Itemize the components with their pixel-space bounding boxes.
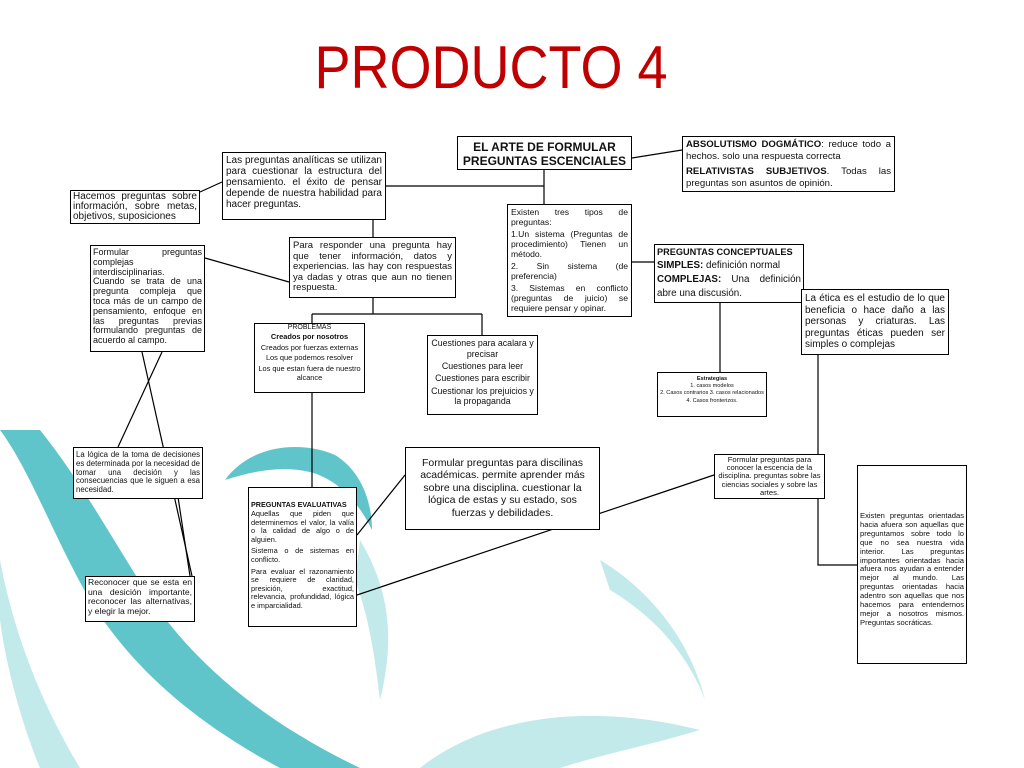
evaluative-title: PREGUNTAS EVALUATIVAS <box>251 500 347 509</box>
list-item: Cuestiones para acalara y precisar <box>431 338 534 359</box>
connector-line <box>631 149 683 159</box>
box-text: Formular preguntas para discilinas acadé… <box>420 457 585 519</box>
complex-questions-box: Formular preguntas complejas interdiscip… <box>90 245 205 352</box>
oriented-questions-box: Existen preguntas orientadas hacia afuer… <box>857 465 967 664</box>
box-paragraph: Aquellas que piden que determinemos el v… <box>251 509 354 544</box>
list-item: Los que estan fuera de nuestro alcance <box>258 363 361 382</box>
absolutism-text: : reduce todo a hechos. solo una respues… <box>686 139 891 162</box>
question-types-box: Existen tres tipos de preguntas: 1.Un si… <box>507 204 632 318</box>
box-paragraph: 2. Sin sistema (de preferencia) <box>511 260 628 281</box>
recognize-decision-box: Reconocer que se esta en una desición im… <box>85 576 195 622</box>
relativism-text: . Todas las preguntas son asuntos de opi… <box>686 166 892 189</box>
connector-line <box>204 257 290 283</box>
problems-title: PROBLEMAS <box>287 324 332 331</box>
connector-line <box>117 351 163 448</box>
central-concept-line: EL ARTE DE FORMULAR <box>473 140 616 154</box>
academic-disciplines-box: Formular preguntas para discilinas acadé… <box>405 447 600 530</box>
connector-line <box>817 355 857 566</box>
relativism-paragraph: RELATIVISTAS SUBJETIVOS. Todas las pregu… <box>686 166 891 189</box>
conceptual-questions-box: PREGUNTAS CONCEPTUALES SIMPLES: definici… <box>654 244 804 303</box>
discipline-essence-box: Formular preguntas para conocer la escen… <box>714 454 825 500</box>
box-paragraph: Formular preguntas complejas interdiscip… <box>93 247 202 277</box>
list-item: Creados por fuerzas externas <box>260 342 359 352</box>
decision-logic-box: La lógica de la toma de decisiones es de… <box>73 447 203 499</box>
decorative-swoosh <box>225 447 372 530</box>
conceptual-title: PREGUNTAS CONCEPTUALES <box>657 247 793 257</box>
answering-questions-box: Para responder una pregunta hay que tene… <box>289 237 456 298</box>
box-text: Las preguntas analíticas se utilizan par… <box>226 155 382 210</box>
central-concept-box: EL ARTE DE FORMULAR PREGUNTAS ESCENCIALE… <box>457 136 632 170</box>
issues-box: Cuestiones para acalara y precisar Cuest… <box>427 335 538 415</box>
box-text: Para responder una pregunta hay que tene… <box>293 240 452 293</box>
box-text: La ética es el estudio de lo que benefic… <box>805 293 945 351</box>
decorative-swoosh <box>420 715 700 768</box>
list-item: Creados por nosotros <box>270 332 349 341</box>
connector-line <box>356 474 406 536</box>
list-item: Cuestionar los prejuicios y la propagand… <box>431 385 534 407</box>
list-item: 1. casos modelos <box>690 383 734 390</box>
box-text: La lógica de la toma de decisiones es de… <box>76 450 200 495</box>
decorative-swoosh <box>355 540 389 700</box>
box-paragraph: Cuando se trata de una pregunta compleja… <box>93 276 202 346</box>
box-paragraph: 1.Un sistema (Preguntas de procedimiento… <box>511 229 628 259</box>
list-item: 2. Casos contrarios 3. casos relacionado… <box>660 390 764 397</box>
complex-term: COMPLEJAS: <box>657 274 722 285</box>
box-text: Formular preguntas para conocer la escen… <box>718 455 821 497</box>
connector-line <box>199 181 223 193</box>
box-paragraph: 3. Sistemas en conflicto (preguntas de j… <box>511 283 628 313</box>
connector-line <box>177 496 191 577</box>
list-item: Los que podemos resolver <box>265 353 354 363</box>
box-paragraph: Existen tres tipos de preguntas: <box>511 207 628 227</box>
connector-line <box>356 474 715 596</box>
strategies-title: Estrategias <box>696 376 728 382</box>
evaluative-questions-box: PREGUNTAS EVALUATIVAS Aquellas que piden… <box>248 487 357 627</box>
complex-text: Una definición abre una discusión. <box>657 274 801 299</box>
list-item: Cuestiones para escribir <box>435 373 530 384</box>
simple-term: SIMPLES: <box>657 260 704 271</box>
absolutism-paragraph: ABSOLUTISMO DOGMÁTICO: reduce todo a hec… <box>686 139 891 162</box>
problems-box: PROBLEMAS Creados por nosotros Creados p… <box>254 323 365 393</box>
box-text: Reconocer que se esta en una desición im… <box>88 577 192 616</box>
list-item: Cuestiones para leer <box>441 361 524 372</box>
simple-definition: SIMPLES: definición normal <box>657 259 801 273</box>
absolutism-relativism-box: ABSOLUTISMO DOGMÁTICO: reduce todo a hec… <box>682 136 895 192</box>
absolutism-term: ABSOLUTISMO DOGMÁTICO <box>686 139 822 150</box>
decorative-swoosh <box>0 430 360 768</box>
box-text: Existen preguntas orientadas hacia afuer… <box>860 511 964 627</box>
analytic-questions-box: Las preguntas analíticas se utilizan par… <box>222 152 386 220</box>
simple-text: definición normal <box>703 260 781 271</box>
decorative-swoosh <box>0 560 80 768</box>
box-text: Hacemos preguntas sobre información, sob… <box>73 191 197 222</box>
ethics-box: La ética es el estudio de lo que benefic… <box>801 289 949 355</box>
central-concept-line: PREGUNTAS ESCENCIALES <box>462 154 627 168</box>
decorative-swoosh <box>600 560 705 700</box>
relativism-term: RELATIVISTAS SUBJETIVOS <box>686 166 827 177</box>
information-questions-box: Hacemos preguntas sobre información, sob… <box>70 190 200 224</box>
list-item: 4. Casos fronterizos. <box>686 397 738 404</box>
complex-definition: COMPLEJAS: Una definición abre una discu… <box>657 273 801 301</box>
box-paragraph: Sistema o de sistemas en conflicto. <box>251 546 354 564</box>
slide-title: PRODUCTO 4 <box>314 34 668 101</box>
strategies-box: Estrategias 1. casos modelos 2. Casos co… <box>657 372 767 417</box>
box-paragraph: Para evaluar el razonamiento se requiere… <box>251 566 354 610</box>
